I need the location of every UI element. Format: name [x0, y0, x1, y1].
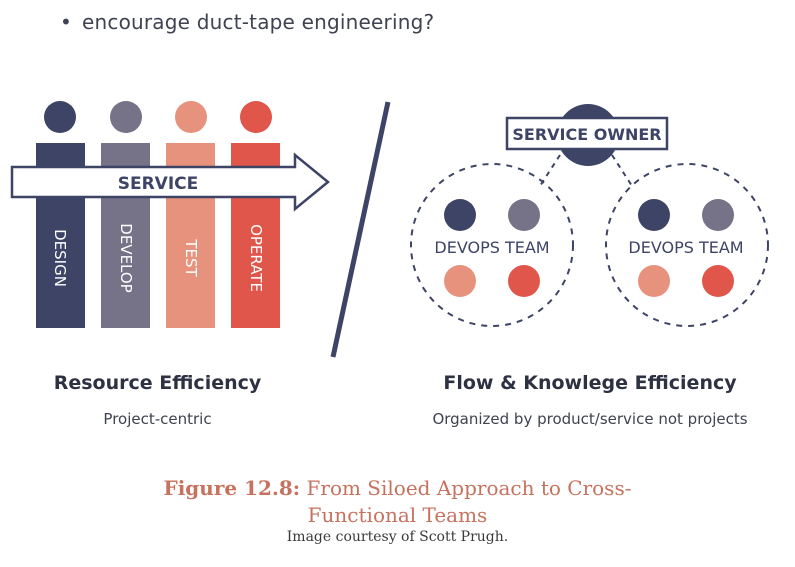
image-credit: Image courtesy of Scott Prugh. [286, 529, 509, 545]
head-develop [110, 101, 142, 133]
team-right-member-navy [638, 199, 670, 231]
team-right-member-salmon [638, 265, 670, 297]
team-right-member-slate [702, 199, 734, 231]
figure-caption-line1: From Siloed Approach to Cross- [306, 476, 632, 500]
connector-left [539, 154, 561, 187]
team-circle-right [605, 163, 769, 327]
team-label-right: DEVOPS TEAM [628, 238, 743, 257]
head-operate [240, 101, 272, 133]
connector-right [611, 154, 633, 187]
team-left-member-slate [508, 199, 540, 231]
team-left-member-red [508, 265, 540, 297]
figure-caption-line2: Functional Teams [307, 503, 488, 527]
figure-caption: Figure 12.8: From Siloed Approach to Cro… [120, 475, 675, 529]
service-arrow [10, 152, 330, 212]
team-right-member-red [702, 265, 734, 297]
team-label-bg-right [619, 235, 754, 259]
team-left-member-navy [444, 199, 476, 231]
right-title: Flow & Knowlege Efficiency [443, 372, 737, 394]
team-label-left: DEVOPS TEAM [434, 238, 549, 257]
team-label-bg-left [424, 235, 559, 259]
column-label-develop: DEVELOP [117, 223, 135, 292]
divider-slash [330, 101, 391, 358]
cross-functional-diagram: SERVICE OWNER DEVOPS TEAM DEVOPS TEAM [410, 104, 769, 327]
team-circle-left [410, 163, 574, 327]
bullet-symbol: • [60, 10, 72, 34]
service-owner-label: SERVICE OWNER [512, 125, 661, 144]
column-label-design: DESIGN [51, 229, 69, 287]
head-design [44, 101, 76, 133]
column-label-operate: OPERATE [247, 224, 265, 292]
left-title: Resource Efficiency [53, 372, 262, 394]
team-left-member-salmon [444, 265, 476, 297]
head-test [175, 101, 207, 133]
figure-label: Figure 12.8: [163, 476, 301, 500]
column-label-test: TEST [182, 238, 200, 277]
service-arrow-label: SERVICE [118, 174, 199, 194]
left-subtitle: Project-centric [103, 410, 212, 428]
service-owner-box [505, 116, 669, 151]
right-subtitle: Organized by product/service not project… [432, 410, 748, 428]
bullet-item: • encourage duct-tape engineering? [60, 10, 434, 34]
bullet-text: encourage duct-tape engineering? [82, 10, 435, 34]
siloed-diagram: SERVICE DESIGN DEVELOP TEST OPERATE [10, 101, 330, 328]
